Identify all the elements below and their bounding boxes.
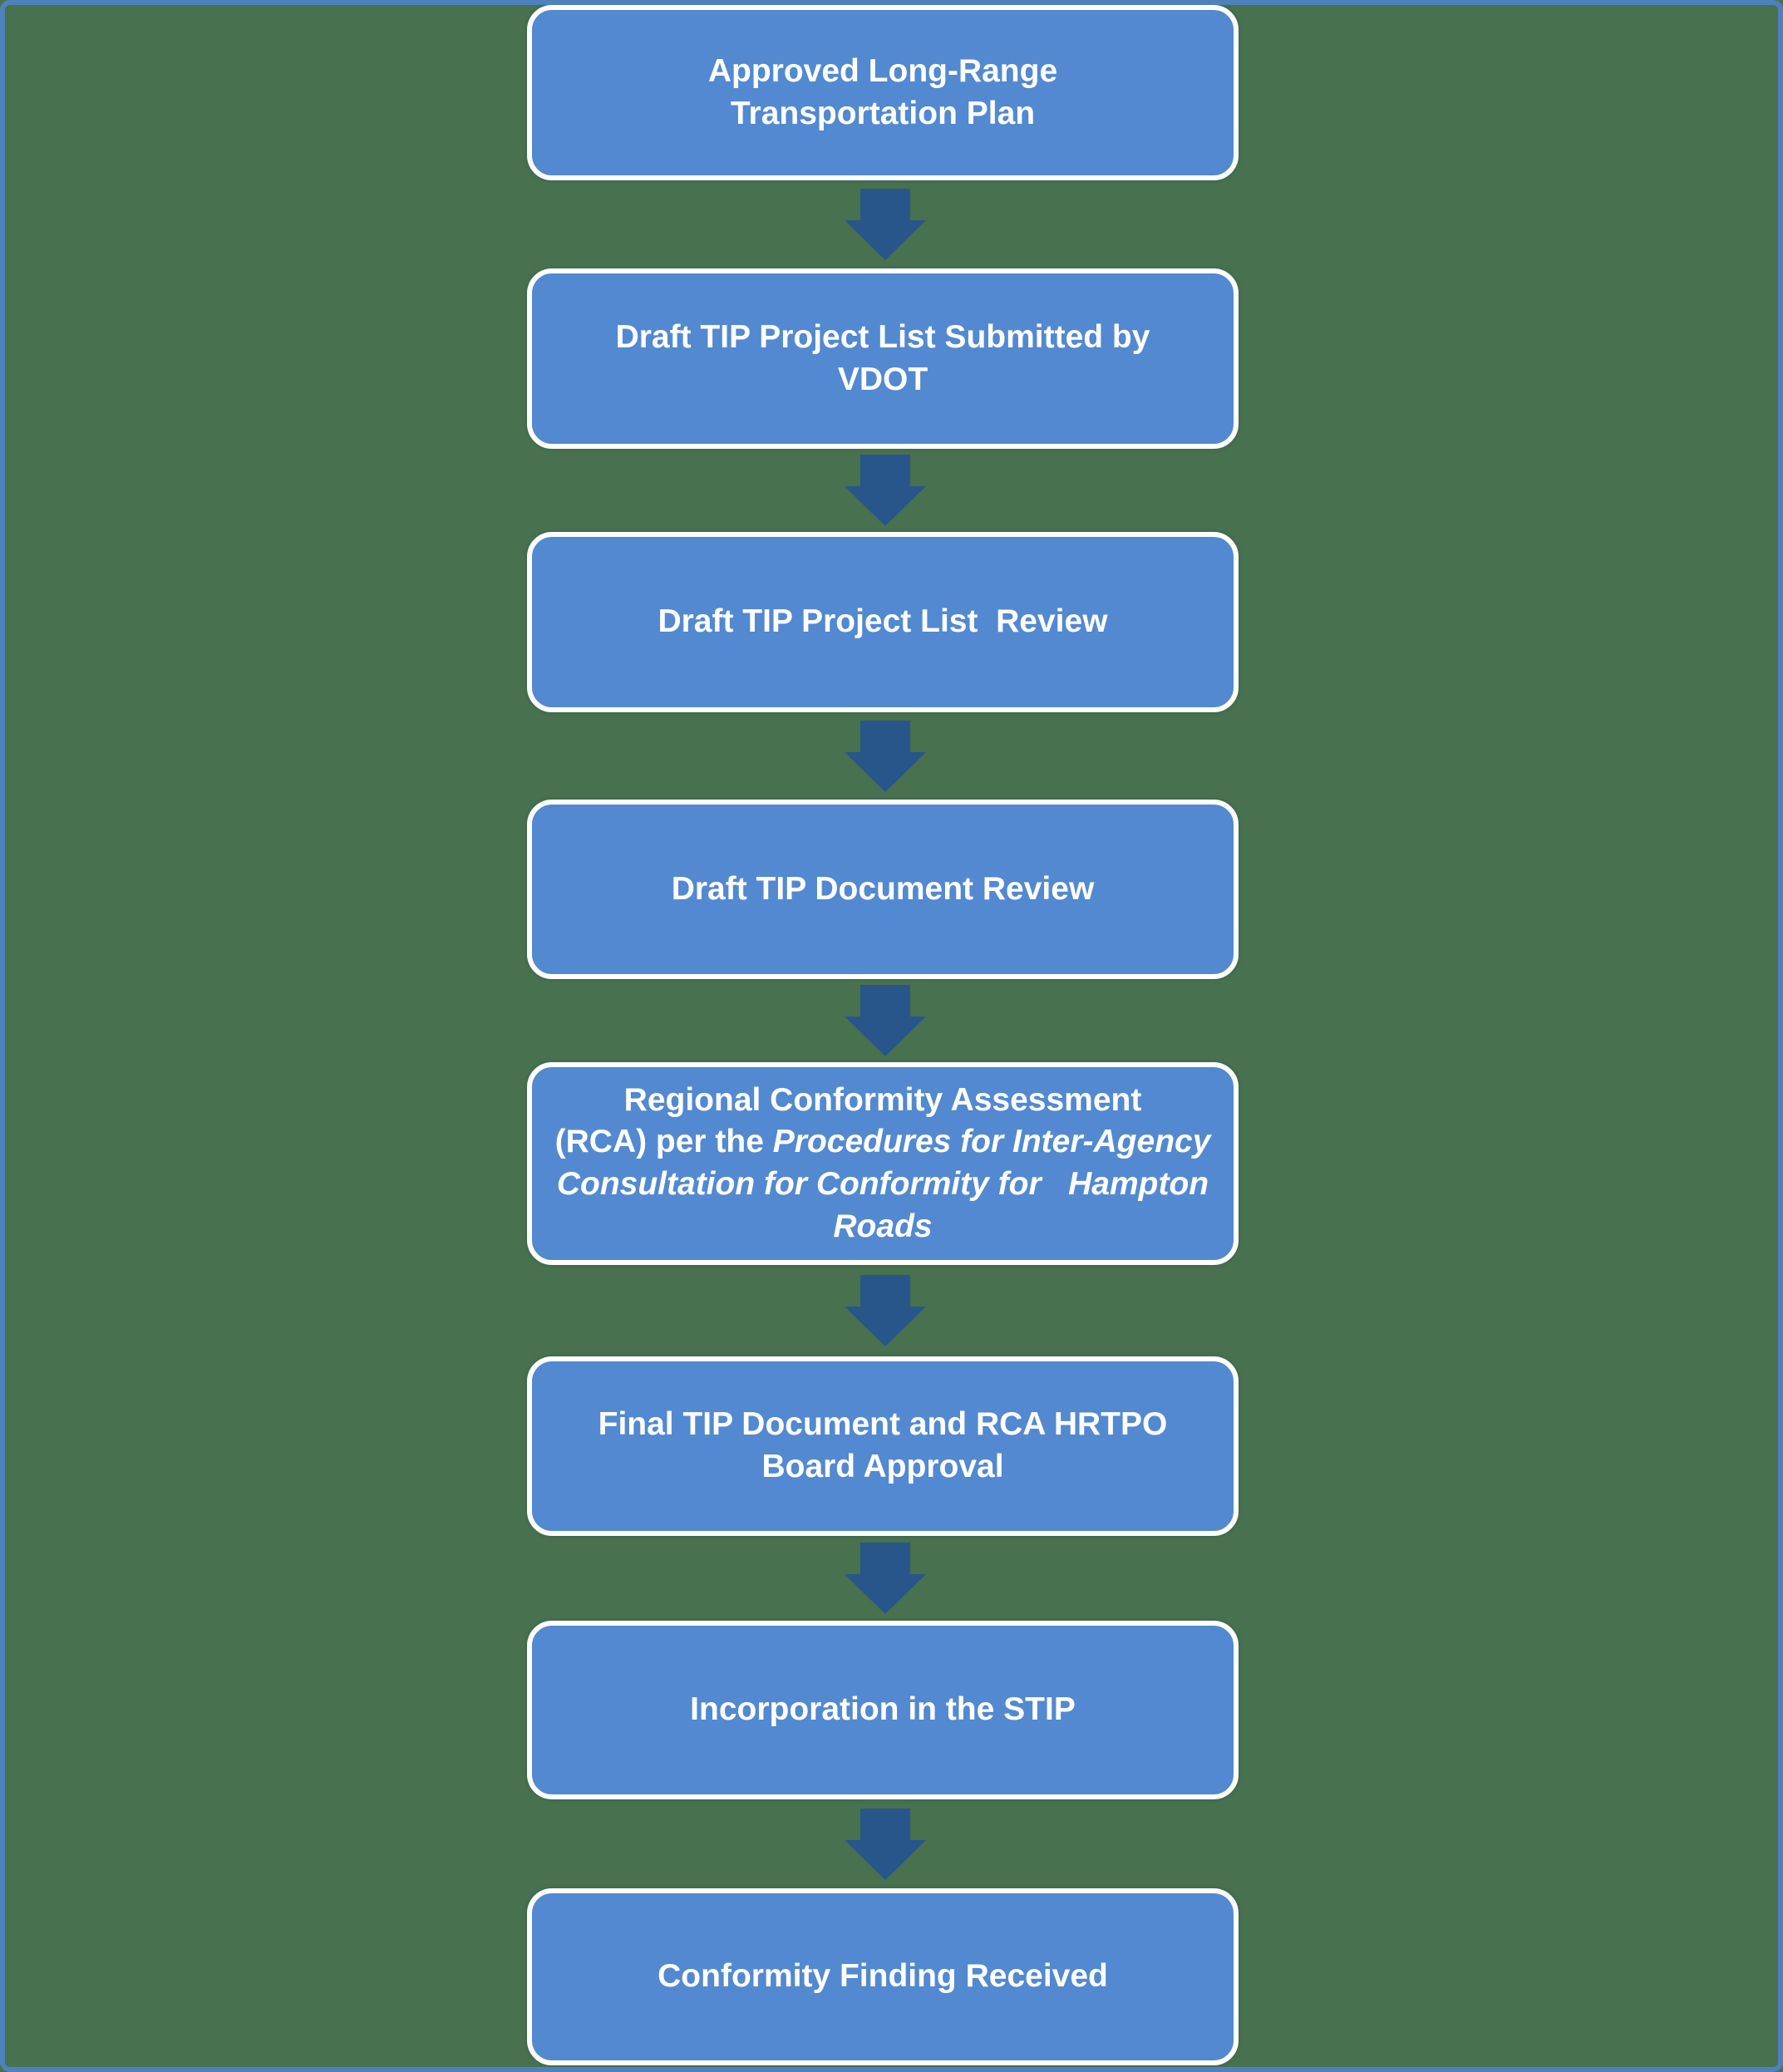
step-approved-lrtp: Approved Long-Range Transportation Plan: [527, 5, 1239, 180]
step-conformity-finding-received: Conformity Finding Received: [527, 1888, 1239, 2065]
step-label-italic-segment: Procedures for Inter-Agency Consultation…: [556, 1124, 1220, 1244]
down-arrow-icon: [845, 721, 926, 792]
down-arrow-icon: [845, 1809, 926, 1880]
down-arrow-icon: [845, 1543, 926, 1614]
step-label: Draft TIP Document Review: [671, 870, 1095, 907]
step-label-normal-segment: Regional Conformity Assessment (RCA) per…: [554, 1081, 1142, 1160]
step-label: Regional Conformity Assessment (RCA) per…: [540, 1080, 1225, 1248]
down-arrow-icon: [845, 1275, 926, 1346]
step-label: Draft TIP Project List Review: [658, 603, 1108, 640]
step-draft-tip-document-review: Draft TIP Document Review: [527, 800, 1239, 979]
down-arrow-icon: [845, 189, 926, 260]
step-draft-tip-list-review: Draft TIP Project List Review: [527, 532, 1239, 712]
step-incorporation-stip: Incorporation in the STIP: [527, 1621, 1239, 1799]
step-final-tip-board-approval: Final TIP Document and RCA HRTPO Board A…: [527, 1356, 1239, 1536]
step-label: Approved Long-Range Transportation Plan: [707, 52, 1058, 131]
down-arrow-icon: [845, 455, 926, 526]
step-label: Draft TIP Project List Submitted by VDOT: [615, 318, 1150, 397]
down-arrow-icon: [845, 985, 926, 1056]
step-regional-conformity-assessment: Regional Conformity Assessment (RCA) per…: [527, 1062, 1239, 1265]
step-label: Incorporation in the STIP: [690, 1691, 1076, 1728]
step-draft-tip-list-submitted: Draft TIP Project List Submitted by VDOT: [527, 268, 1239, 449]
step-label: Final TIP Document and RCA HRTPO Board A…: [598, 1406, 1168, 1484]
step-label: Conformity Finding Received: [658, 1958, 1108, 1995]
